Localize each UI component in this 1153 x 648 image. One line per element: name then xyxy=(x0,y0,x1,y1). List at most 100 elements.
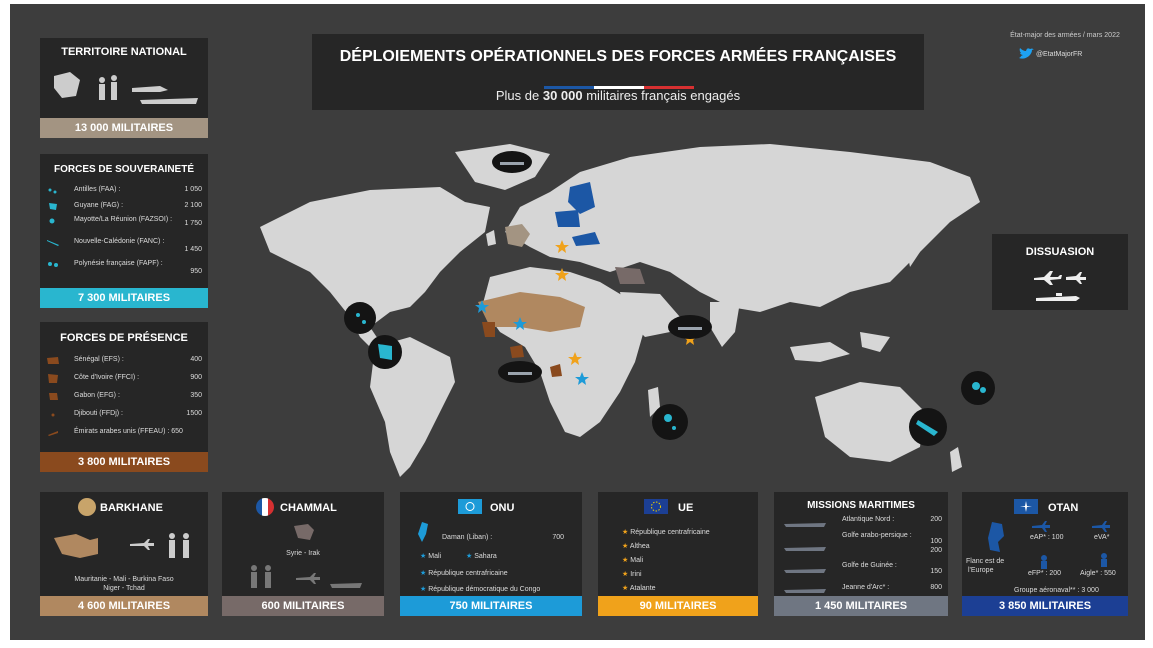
ue-title: UE xyxy=(678,502,694,514)
chammal-map-icon xyxy=(294,524,314,540)
flag-line xyxy=(544,76,694,89)
mayotte-icon xyxy=(46,216,60,225)
twitter-icon xyxy=(1018,48,1034,60)
eu-flag-icon xyxy=(644,499,668,514)
dissuasion-panel: DISSUASION xyxy=(992,234,1128,310)
antilles-icon xyxy=(46,186,60,195)
liban-icon xyxy=(418,522,428,542)
presence-title: FORCES DE PRÉSENCE xyxy=(60,332,188,344)
chammal-panel: CHAMMAL Syrie - Irak 600 MILITAIRES xyxy=(222,492,384,616)
barkhane-panel: BARKHANE Mauritanie - Mali - Burkina Fas… xyxy=(40,492,208,616)
star-icon: ★ xyxy=(622,571,629,578)
chammal-icons xyxy=(251,565,362,588)
barkhane-countries-1: Mauritanie - Mali - Burkina Faso xyxy=(74,576,174,583)
ue-item: ★ Irini xyxy=(622,571,642,578)
onu-title: ONU xyxy=(490,502,515,514)
onu-panel: ONU Daman (Liban) : 700 ★ Mali ★ Sahara … xyxy=(400,492,582,616)
maritime-value: 150 xyxy=(930,568,942,575)
ue-item: ★ Atalante xyxy=(622,585,656,592)
daman-value: 700 xyxy=(552,534,564,541)
guyane-disc xyxy=(368,335,402,369)
presence-total: 3 800 MILITAIRES xyxy=(40,452,208,472)
flanc-est-1: Flanc est de xyxy=(966,558,1005,565)
otan-unit-icons xyxy=(1032,521,1110,569)
star-icon: ★ xyxy=(420,570,427,577)
header-panel: DÉPLOIEMENTS OPÉRATIONNELS DES FORCES AR… xyxy=(312,34,924,110)
maritime-label: Atlantique Nord : xyxy=(842,516,895,523)
credit: État-major des armées / mars 2022 xyxy=(1010,32,1120,39)
souverainete-title: FORCES DE SOUVERAINETÉ xyxy=(53,164,195,175)
mayotte-disc xyxy=(652,404,688,440)
flanc-est-2: l'Europe xyxy=(968,567,994,574)
ue-panel: UE ★ République centrafricaine ★ Althea … xyxy=(598,492,758,616)
world-map xyxy=(260,144,995,477)
star-icon: ★ xyxy=(420,553,427,560)
guyane-icon xyxy=(46,202,60,211)
maritime-value: 100 xyxy=(930,538,942,545)
maritimes-title: MISSIONS MARITIMES xyxy=(807,500,915,511)
onu-item: ★ République centrafricaine xyxy=(420,570,508,577)
submarine-icon xyxy=(1036,293,1080,301)
maritime-extra: 200 xyxy=(930,547,942,554)
senegal-icon xyxy=(46,356,60,365)
otan-aigle: Aigle* : 550 xyxy=(1080,570,1116,577)
otan-title: OTAN xyxy=(1048,502,1079,514)
souverainete-total: 7 300 MILITAIRES xyxy=(40,288,208,308)
barkhane-icons xyxy=(54,533,189,558)
otan-eap: eAP* : 100 xyxy=(1030,534,1064,541)
caledonie-icon xyxy=(46,238,60,247)
otan-total: 3 850 MILITAIRES xyxy=(962,596,1128,616)
polynesie-disc xyxy=(961,371,995,405)
barkhane-total: 4 600 MILITAIRES xyxy=(40,596,208,616)
ue-total: 90 MILITAIRES xyxy=(598,596,758,616)
ue-item: ★ République centrafricaine xyxy=(622,529,710,536)
star-icon: ★ xyxy=(622,557,629,564)
maritimes-panel: MISSIONS MARITIMES Atlantique Nord : 200… xyxy=(774,492,948,616)
ue-item: ★ Althea xyxy=(622,543,650,550)
barkhane-countries-2: Niger - Tchad xyxy=(103,585,145,592)
maritime-value: 200 xyxy=(930,516,942,523)
maritime-value: 800 xyxy=(930,584,942,591)
territoire-title: TERRITOIRE NATIONAL xyxy=(61,46,187,58)
onu-item: ★ Mali xyxy=(420,553,442,560)
un-flag-icon xyxy=(458,499,482,514)
chammal-total: 600 MILITAIRES xyxy=(222,596,384,616)
territoire-total: 13 000 MILITAIRES xyxy=(40,118,208,138)
souverainete-panel: FORCES DE SOUVERAINETÉ Antilles (FAA) :1… xyxy=(40,154,208,308)
subtitle: Plus de 30 000 militaires français engag… xyxy=(495,88,741,103)
infographic: DÉPLOIEMENTS OPÉRATIONNELS DES FORCES AR… xyxy=(10,4,1145,640)
maritime-label: Golfe arabo-persique : xyxy=(842,532,912,539)
star-icon: ★ xyxy=(622,543,629,550)
onu-item: ★ Sahara xyxy=(466,553,497,560)
otan-panel: OTAN Flanc est de l'Europe eAP* : 100 eV… xyxy=(962,492,1128,616)
chammal-logo xyxy=(256,498,274,516)
nato-flag-icon xyxy=(1014,499,1038,514)
chammal-title: CHAMMAL xyxy=(280,502,337,514)
star-icon: ★ xyxy=(622,585,629,592)
onu-total: 750 MILITAIRES xyxy=(400,596,582,616)
polynesie-icon xyxy=(46,260,60,269)
djibouti-icon xyxy=(46,410,60,419)
territoire-panel: TERRITOIRE NATIONAL 13 000 MILITAIRES xyxy=(40,38,208,138)
maritimes-total: 1 450 MILITAIRES xyxy=(774,596,948,616)
otan-groupe: Groupe aéronaval** : 3 000 xyxy=(1014,587,1099,594)
star-icon: ★ xyxy=(622,529,629,536)
cote-ivoire-icon xyxy=(46,374,60,383)
twitter-handle[interactable]: @EtatMajorFR xyxy=(1018,48,1108,60)
daman-label: Daman (Liban) : xyxy=(442,534,493,541)
emirats-icon xyxy=(46,428,60,437)
ship-icons xyxy=(784,523,826,593)
dissuasion-title: DISSUASION xyxy=(1025,246,1095,258)
barkhane-title: BARKHANE xyxy=(100,502,163,514)
ue-item: ★ Mali xyxy=(622,557,644,564)
caledonie-disc xyxy=(909,408,947,446)
star-icon: ★ xyxy=(420,586,427,593)
europe-east-icon xyxy=(988,522,1004,552)
plane-icon-2 xyxy=(1066,272,1086,284)
antilles-disc xyxy=(344,302,376,334)
territoire-icons xyxy=(54,72,198,104)
onu-item: ★ République démocratique du Congo xyxy=(420,586,541,593)
maritime-label: Golfe de Guinée : xyxy=(842,562,897,569)
otan-eva: eVA* xyxy=(1094,534,1110,541)
gabon-icon xyxy=(46,392,60,401)
